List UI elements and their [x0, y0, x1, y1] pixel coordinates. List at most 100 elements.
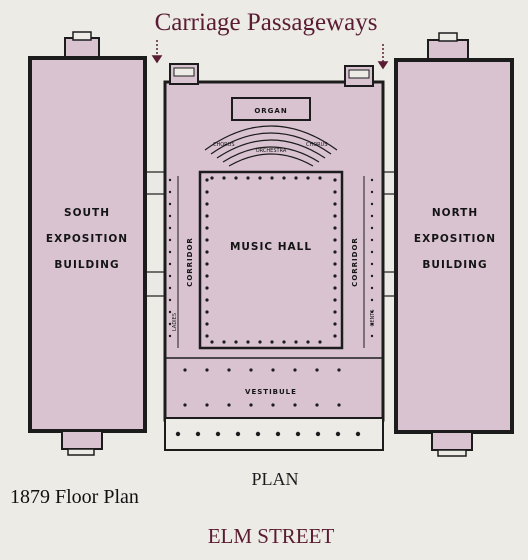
pillar-dot — [205, 202, 209, 206]
pillar-dot — [205, 178, 209, 182]
corridor-left-label: CORRIDOR — [186, 237, 194, 287]
pillar-dot — [205, 286, 209, 290]
north-building-label-1: NORTH — [432, 207, 478, 219]
pillar-dot — [168, 202, 172, 206]
pillar-dot — [293, 403, 297, 407]
pillar-dot — [195, 431, 201, 437]
pillar-dot — [205, 310, 209, 314]
pillar-dot — [333, 322, 337, 326]
pillar-dot — [370, 238, 374, 242]
north-building-label-3: BUILDING — [422, 259, 487, 271]
pillar-dot — [333, 250, 337, 254]
pillar-dot — [175, 431, 181, 437]
pillar-dot — [306, 340, 310, 344]
pillar-dot — [227, 368, 231, 372]
pillar-dot — [315, 368, 319, 372]
pillar-dot — [222, 340, 226, 344]
pillar-dot — [168, 286, 172, 290]
pillar-dot — [258, 340, 262, 344]
pillar-dots — [168, 176, 374, 437]
pillar-dot — [270, 340, 274, 344]
pillar-dot — [249, 403, 253, 407]
chorus-right-label: CHORUS — [306, 142, 328, 148]
pillar-dot — [205, 334, 209, 338]
pillar-dot — [205, 190, 209, 194]
pillar-dot — [205, 238, 209, 242]
pillar-dot — [210, 176, 214, 180]
pillar-dot — [205, 298, 209, 302]
pillar-dot — [255, 431, 261, 437]
pillar-dot — [333, 178, 337, 182]
pillar-dot — [333, 214, 337, 218]
pillar-dot — [205, 274, 209, 278]
north-exposition-building: NORTH EXPOSITION BUILDING — [394, 32, 514, 457]
pillar-dot — [271, 368, 275, 372]
pillar-dot — [333, 202, 337, 206]
pillar-dot — [205, 403, 209, 407]
pillar-dot — [333, 298, 337, 302]
pillar-dot — [370, 334, 374, 338]
music-hall-complex: ORGAN CHORUS CHORUS ORCHESTRA MUSIC HALL… — [163, 63, 385, 451]
pillar-dot — [282, 176, 286, 180]
pillar-dot — [205, 368, 209, 372]
pillar-dot — [168, 334, 172, 338]
pillar-dot — [249, 368, 253, 372]
south-building-label-2: EXPOSITION — [46, 233, 128, 245]
pillar-dot — [370, 214, 374, 218]
orchestra-label: ORCHESTRA — [256, 148, 287, 154]
date-caption: 1879 Floor Plan — [10, 486, 139, 508]
pillar-dot — [306, 176, 310, 180]
right-arrow-icon — [377, 44, 389, 70]
pillar-dot — [210, 340, 214, 344]
pillar-dot — [370, 226, 374, 230]
pillar-dot — [333, 334, 337, 338]
pillar-dot — [168, 214, 172, 218]
pillar-dot — [370, 286, 374, 290]
pillar-dot — [168, 190, 172, 194]
music-hall-label: MUSIC HALL — [230, 241, 312, 253]
pillar-dot — [333, 226, 337, 230]
pillar-dot — [168, 298, 172, 302]
pillar-dot — [205, 214, 209, 218]
pillar-dot — [205, 250, 209, 254]
orchestra-tiers — [204, 125, 338, 167]
pillar-dot — [168, 262, 172, 266]
page-title: Carriage Passageways — [155, 9, 378, 36]
pillar-dot — [168, 238, 172, 242]
pillar-dot — [205, 322, 209, 326]
pillar-dot — [370, 274, 374, 278]
pillar-dot — [183, 403, 187, 407]
pillar-dot — [335, 431, 341, 437]
chorus-left-label: CHORUS — [213, 142, 235, 148]
street-label: ELM STREET — [208, 524, 335, 548]
pillar-dot — [222, 176, 226, 180]
pillar-dot — [227, 403, 231, 407]
pillar-dot — [333, 310, 337, 314]
north-building-label-2: EXPOSITION — [414, 233, 496, 245]
pillar-dot — [294, 340, 298, 344]
pillar-dot — [355, 431, 361, 437]
pillar-dot — [168, 274, 172, 278]
pillar-dot — [333, 190, 337, 194]
pillar-dot — [333, 238, 337, 242]
organ-label: ORGAN — [254, 107, 287, 115]
pillar-dot — [315, 431, 321, 437]
pillar-dot — [294, 176, 298, 180]
pillar-dot — [370, 190, 374, 194]
pillar-dot — [370, 178, 374, 182]
pillar-dot — [370, 202, 374, 206]
pillar-dot — [183, 368, 187, 372]
pillar-dot — [234, 340, 238, 344]
pillar-dot — [271, 403, 275, 407]
south-building-label-1: SOUTH — [64, 207, 110, 219]
pillar-dot — [337, 368, 341, 372]
pillar-dot — [275, 431, 281, 437]
pillar-dot — [270, 176, 274, 180]
pillar-dot — [370, 298, 374, 302]
pillar-dot — [168, 310, 172, 314]
left-arrow-icon — [151, 40, 163, 64]
pillar-dot — [168, 322, 172, 326]
pillar-dot — [333, 274, 337, 278]
